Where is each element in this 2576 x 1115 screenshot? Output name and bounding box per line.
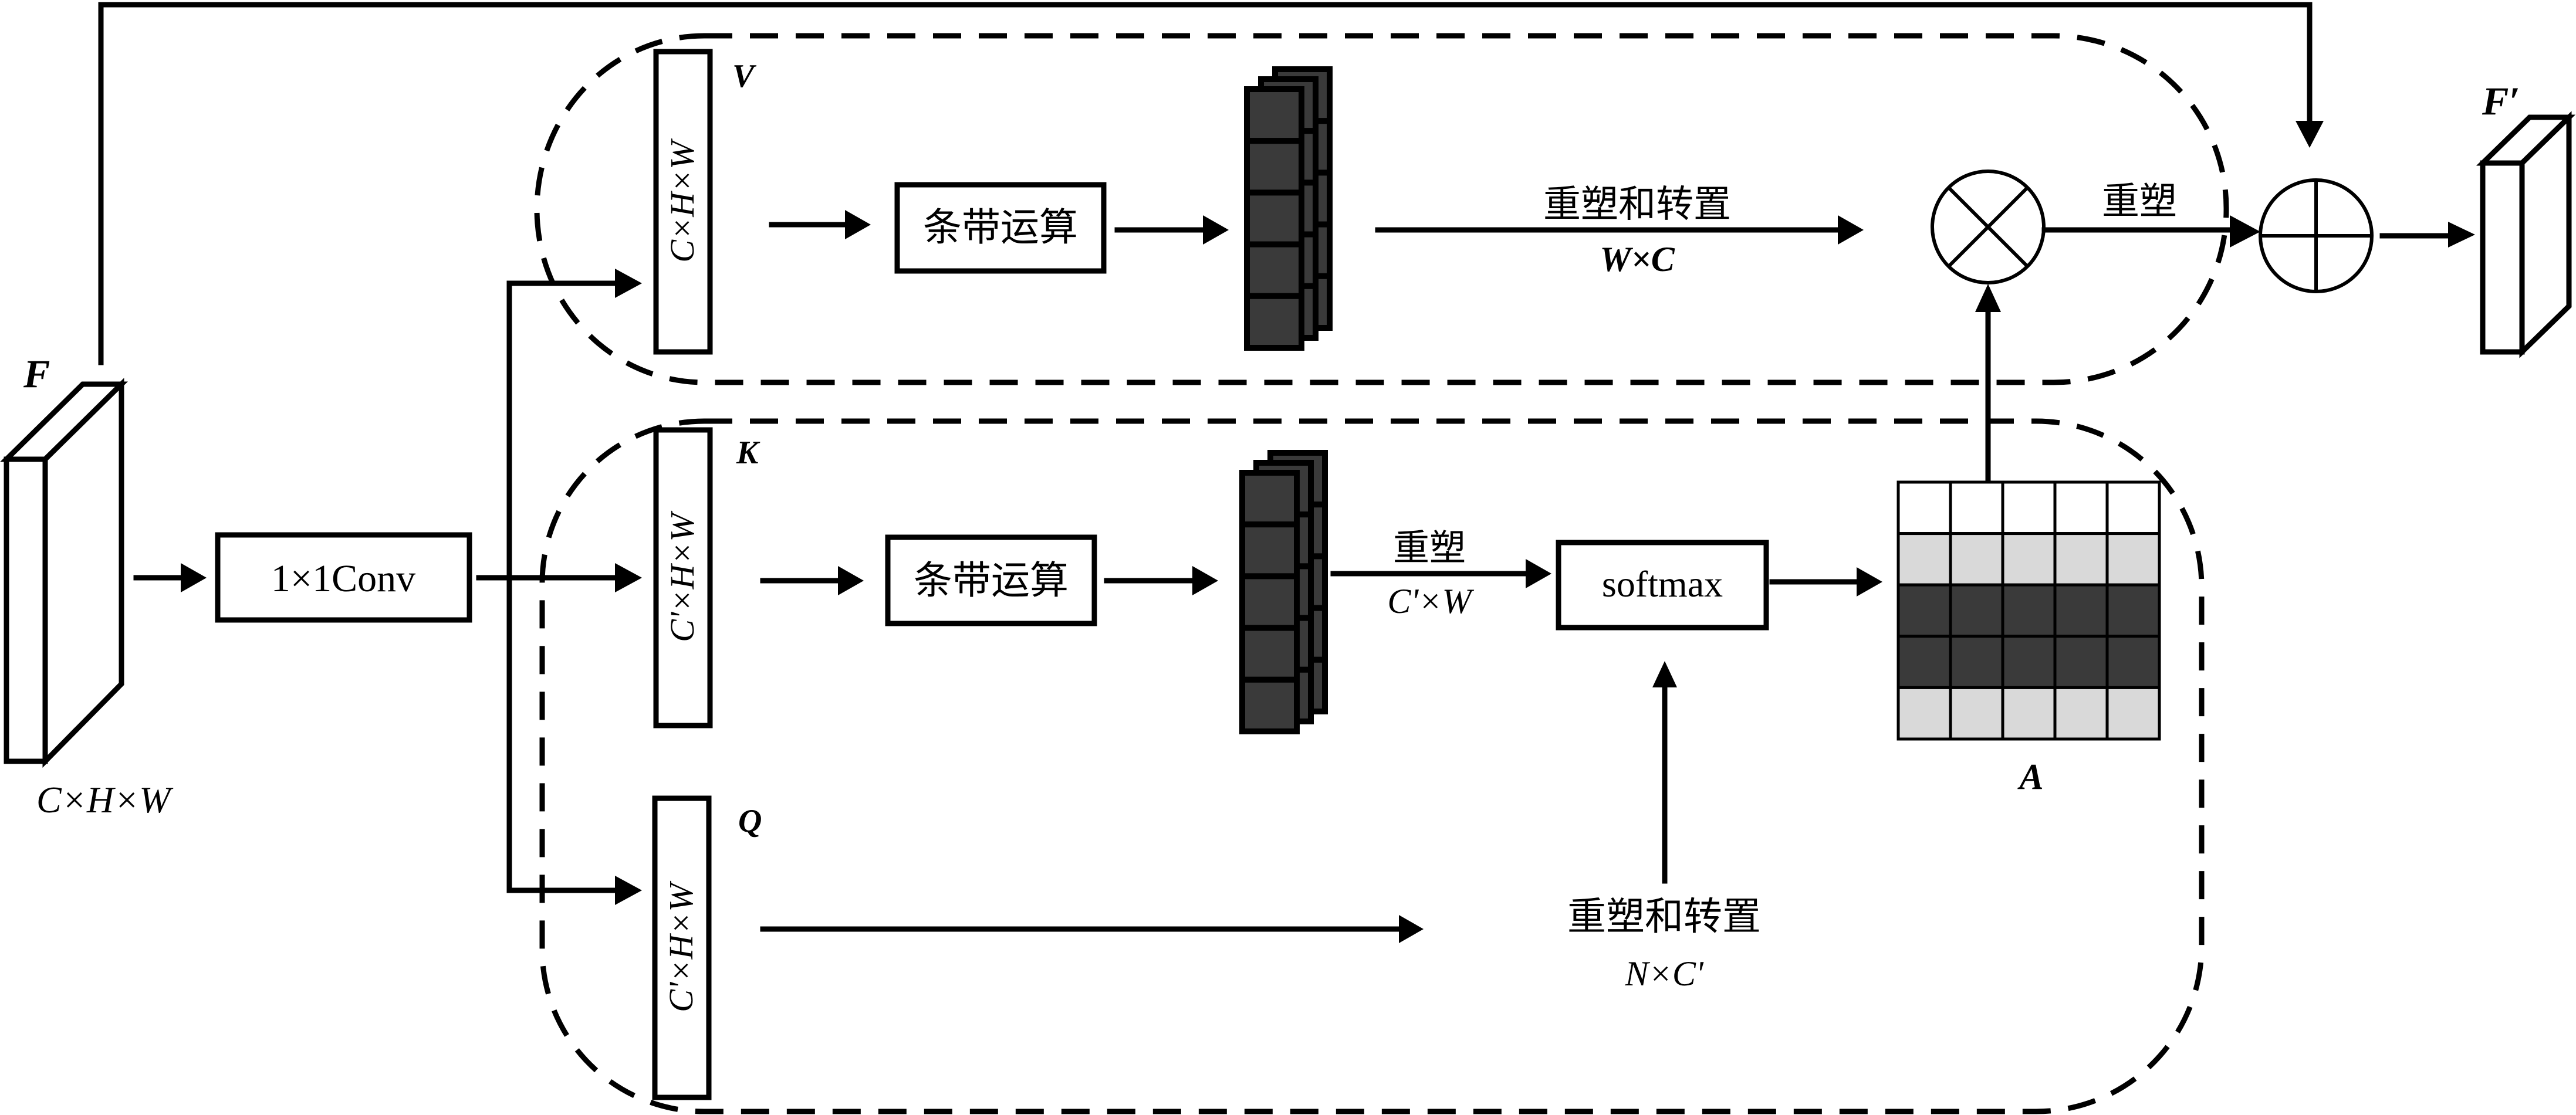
- conv-box: [215, 532, 472, 623]
- value-stripe-stack: [1244, 66, 1333, 351]
- input-label: F: [23, 351, 50, 396]
- value-stripe-op-label: 条带运算: [923, 205, 1078, 250]
- value-label: V: [732, 58, 757, 94]
- attention-cell: [1949, 532, 2004, 587]
- attention-cell: [1949, 480, 2004, 536]
- key-stripe-stack: [1239, 450, 1328, 735]
- arrowhead: [1838, 215, 1864, 245]
- query-label: Q: [738, 803, 762, 839]
- value-stripe-op-box: [894, 182, 1107, 274]
- arrowhead: [1192, 566, 1218, 595]
- stack-cell: [1239, 573, 1300, 631]
- key-tensor-box: [653, 427, 713, 728]
- stack-cell: [1239, 625, 1300, 683]
- arrowhead: [181, 563, 207, 592]
- attention-cell: [1949, 583, 2004, 638]
- stack-cell: [1239, 470, 1300, 528]
- key-reshape-label: 重塑: [1393, 526, 1466, 569]
- stack-cell: [1239, 521, 1300, 579]
- arrowhead: [1203, 215, 1229, 245]
- arrowhead: [615, 269, 642, 298]
- attention-cell: [2053, 480, 2109, 536]
- arrowhead: [1857, 567, 1882, 597]
- stack-cell: [1244, 293, 1304, 351]
- attention-cell: [2001, 686, 2057, 741]
- output-feature-block: [2476, 111, 2576, 358]
- attention-cell: [1896, 480, 1952, 536]
- arrowhead: [2230, 215, 2260, 248]
- skip-arrowhead: [2296, 121, 2324, 148]
- attention-cell: [1949, 635, 2004, 689]
- query-tensor-box: [652, 795, 712, 1100]
- attention-cell: [2001, 583, 2057, 638]
- attention-cell: [2053, 635, 2109, 689]
- attention-cell: [2105, 532, 2161, 587]
- attention-cell: [2053, 532, 2109, 587]
- query-reshape-label: 重塑和转置: [1567, 894, 1761, 939]
- attention-cell: [2001, 532, 2057, 587]
- value-reshape-dim: W×C: [1600, 240, 1675, 279]
- input-feature-block: [0, 378, 128, 768]
- stack-cell: [1244, 86, 1304, 144]
- query-shape-label: C'×H×W: [662, 881, 700, 1012]
- arrowhead: [1975, 284, 2001, 312]
- key-label: K: [736, 435, 760, 471]
- stack-cell: [1244, 189, 1304, 248]
- attention-cell: [1949, 686, 2004, 741]
- multiply-reshape-label: 重塑: [2102, 180, 2177, 223]
- key-reshape-dim: C'×W: [1387, 582, 1474, 621]
- branch-split-line: [506, 280, 619, 893]
- attention-cell: [2105, 480, 2161, 536]
- arrowhead: [1526, 559, 1551, 588]
- arrowhead: [845, 210, 871, 239]
- softmax-box: [1556, 540, 1769, 631]
- arrowhead: [615, 563, 642, 592]
- stack-cell: [1239, 676, 1300, 735]
- key-query-region: [539, 418, 2205, 1114]
- softmax-label: softmax: [1602, 563, 1723, 605]
- arrowhead: [1399, 915, 1424, 943]
- attention-cell: [1896, 686, 1952, 741]
- stack-cell: [1244, 241, 1304, 299]
- attention-cell: [1896, 583, 1952, 638]
- key-stripe-op-label: 条带运算: [914, 558, 1069, 603]
- value-tensor-box: [653, 49, 713, 355]
- output-label: F′: [2482, 79, 2520, 123]
- arrowhead: [838, 566, 864, 595]
- attention-matrix: [1896, 480, 2161, 741]
- attention-cell: [2001, 635, 2057, 689]
- attention-cell: [2105, 583, 2161, 638]
- conv-label: 1×1Conv: [271, 557, 415, 600]
- skip-connection-line: [98, 2, 2313, 365]
- query-reshape-dim: N×C': [1624, 954, 1704, 993]
- input-shape-label: C×H×W: [36, 779, 174, 821]
- attention-cell: [1896, 635, 1952, 689]
- attention-label: A: [2017, 757, 2043, 797]
- arrowhead: [2448, 222, 2475, 248]
- value-branch-region: [534, 33, 2229, 385]
- attention-cell: [1896, 532, 1952, 587]
- add-icon: [2259, 178, 2374, 293]
- key-shape-label: C'×H×W: [663, 511, 701, 642]
- multiply-icon: [1931, 170, 2046, 284]
- attention-cell: [2053, 583, 2109, 638]
- attention-cell: [2105, 635, 2161, 689]
- value-shape-label: C×H×W: [663, 138, 701, 263]
- attention-cell: [2105, 686, 2161, 741]
- stack-cell: [1244, 138, 1304, 196]
- key-stripe-op-box: [885, 534, 1097, 626]
- value-reshape-label: 重塑和转置: [1543, 183, 1731, 226]
- arrowhead: [1652, 661, 1677, 687]
- attention-cell: [2001, 480, 2057, 536]
- attention-cell: [2053, 686, 2109, 741]
- arrowhead: [615, 876, 642, 905]
